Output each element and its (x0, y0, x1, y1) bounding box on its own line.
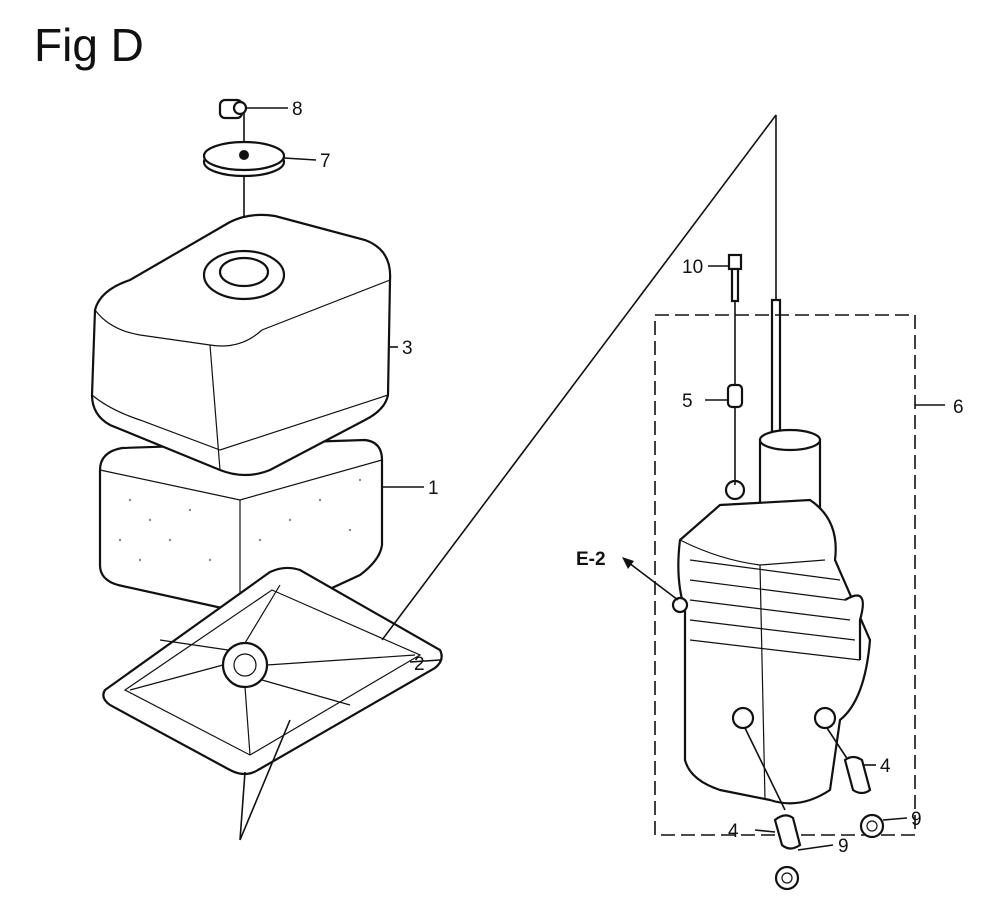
callout-6: 6 (953, 397, 964, 418)
callout-4-left: 4 (728, 821, 739, 842)
reference-label-e2[interactable]: E-2 (576, 549, 606, 570)
callout-1: 1 (428, 478, 439, 499)
part-9-nut-right: 9 (859, 809, 922, 839)
part-8-wing-bolt: 8 (218, 98, 303, 120)
reference-e2[interactable]: E-2 (576, 549, 679, 601)
callout-7: 7 (320, 151, 331, 172)
callout-3: 3 (402, 338, 413, 359)
part-4-pipe-right: 4 (826, 727, 891, 795)
callout-9-left: 9 (838, 836, 849, 857)
callout-9-right: 9 (911, 809, 922, 830)
guide-line (381, 114, 777, 641)
callout-10: 10 (682, 257, 703, 278)
part-6-air-cleaner-case: 6 (654, 314, 964, 836)
part-10-bolt: 10 (682, 253, 743, 485)
callout-2: 2 (414, 654, 425, 675)
part-3-air-cleaner-cover: 3 (90, 213, 413, 477)
callout-5: 5 (682, 391, 693, 412)
part-2-element-grid: 2 (102, 566, 443, 841)
callout-8: 8 (292, 99, 303, 120)
part-9-nut-left: 9 (774, 836, 849, 891)
part-4-pipe-left: 4 (728, 727, 802, 850)
part-1-foam-element: 1 (98, 438, 439, 617)
figure-title: Fig D (34, 19, 144, 71)
arrow-icon (622, 557, 634, 569)
callout-4-right: 4 (880, 756, 891, 777)
part-5-collar: 5 (682, 383, 744, 412)
part-7-cover-plate: 7 (202, 140, 331, 178)
